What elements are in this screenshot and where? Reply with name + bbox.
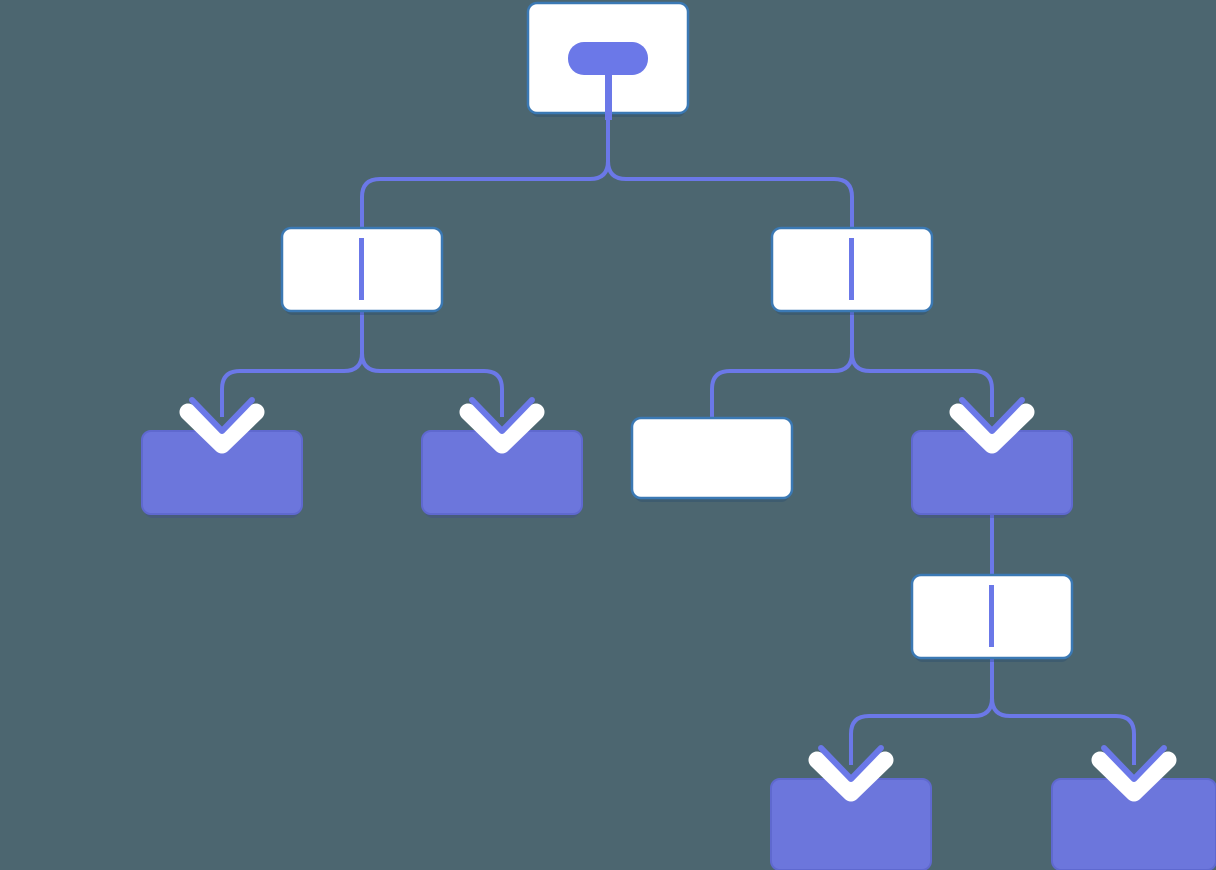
node-layer [141, 1, 1216, 870]
edge-branch-left-to-leaf-1[interactable] [220, 311, 364, 417]
edge-sub-branch-to-leaf-5-arrow-outline [808, 751, 894, 802]
edge-sub-branch-to-leaf-5-arrow-chevron [818, 745, 884, 782]
text-caret-icon-1 [359, 238, 364, 300]
edge-branch-left-to-leaf-2-arrow-chevron [469, 397, 535, 434]
empty-node-3[interactable] [630, 416, 794, 500]
edge-sub-branch-to-leaf-6-arrow-outline [1091, 751, 1177, 802]
edge-branch-right-to-node-4-arrow-outline [949, 403, 1035, 454]
root-pill-stem-glyph [605, 75, 612, 120]
edge-branch-left-to-leaf-1-arrow-chevron [189, 397, 255, 434]
edge-layer [220, 113, 1136, 765]
edge-branch-right-to-node-4-arrow-chevron [959, 397, 1025, 434]
edge-branch-right-to-node-4[interactable] [850, 311, 994, 417]
edge-sub-branch-to-leaf-5[interactable] [849, 658, 994, 765]
edge-branch-left-to-leaf-1-arrow-outline [179, 403, 265, 454]
edge-branch-right-to-node-3[interactable] [710, 311, 854, 418]
edge-sub-branch-to-leaf-6-arrow-chevron [1101, 745, 1167, 782]
arrow-layer [179, 397, 1177, 802]
edge-root-to-branch-right[interactable] [606, 113, 854, 228]
edge-root-to-branch-left[interactable] [360, 113, 610, 228]
text-caret-icon-2 [849, 238, 854, 300]
text-caret-icon-3 [989, 585, 994, 647]
glyph-layer [359, 42, 994, 647]
edge-branch-left-to-leaf-2-arrow-outline [459, 403, 545, 454]
edge-sub-branch-to-leaf-6[interactable] [990, 658, 1136, 765]
edge-branch-left-to-leaf-2[interactable] [360, 311, 504, 417]
root-pill-glyph [568, 42, 648, 75]
